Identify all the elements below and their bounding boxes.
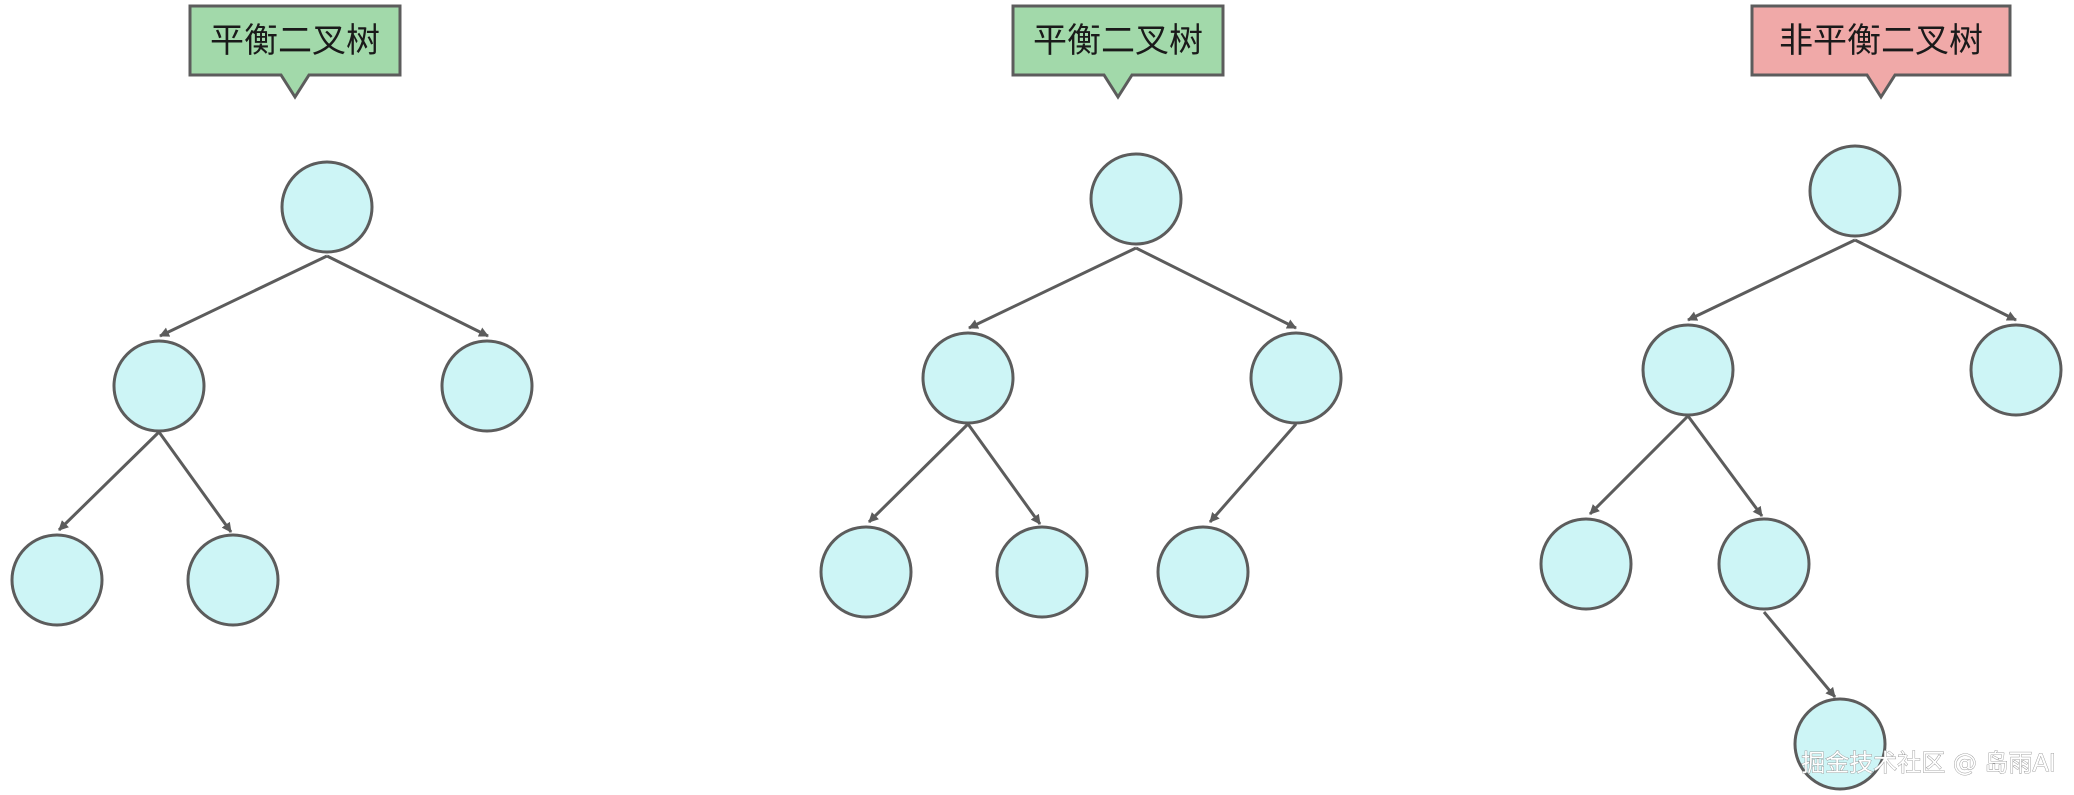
tree-1-node-left-right bbox=[186, 533, 280, 627]
tree-3-node-left-right bbox=[1717, 517, 1811, 611]
tree-1-edge-left-leftright bbox=[157, 431, 233, 533]
tree-2-node-right-left bbox=[1156, 525, 1250, 619]
tree-1-node-root bbox=[280, 160, 374, 254]
tree-2-label: 平衡二叉树 bbox=[1033, 21, 1203, 61]
tree-1-edge-root-right bbox=[326, 254, 489, 338]
tree-1-callout-box bbox=[188, 4, 402, 100]
tree-3-callout-box bbox=[1750, 4, 2012, 100]
tree-3: 非平衡二叉树 bbox=[1539, 4, 2063, 791]
tree-2-edge-left-leftleft bbox=[867, 422, 970, 524]
tree-2-edge-root-left bbox=[968, 246, 1137, 330]
tree-2-edge-right-rightleft bbox=[1208, 423, 1298, 523]
tree-3-edge-left-leftright bbox=[1686, 415, 1764, 517]
tree-3-label: 非平衡二叉树 bbox=[1779, 21, 1983, 61]
tree-1-node-right bbox=[440, 339, 534, 433]
tree-1-node-left bbox=[112, 339, 206, 433]
tree-1-edge-left-leftleft bbox=[57, 430, 161, 532]
tree-2-node-left-left bbox=[819, 525, 913, 619]
tree-3-node-left-left bbox=[1539, 517, 1633, 611]
tree-1-callout: 平衡二叉树 bbox=[188, 4, 402, 100]
tree-3-edge-root-right bbox=[1854, 238, 2017, 322]
watermark: 掘金技术社区 @ 岛雨AI bbox=[1801, 749, 2056, 777]
tree-3-node-left bbox=[1641, 323, 1735, 417]
tree-2-node-left-right bbox=[995, 525, 1089, 619]
tree-3-node-right bbox=[1969, 323, 2063, 417]
tree-2-edge-left-leftright bbox=[966, 423, 1042, 525]
tree-3-callout: 非平衡二叉树 bbox=[1750, 4, 2012, 100]
tree-2-edge-root-right bbox=[1135, 246, 1297, 330]
tree-3-edge-leftright-child bbox=[1762, 611, 1837, 698]
tree-2-callout: 平衡二叉树 bbox=[1011, 4, 1225, 100]
tree-3-node-left-right-child bbox=[1793, 697, 1887, 791]
tree-3-edge-root-left bbox=[1687, 238, 1856, 322]
tree-3-node-root bbox=[1808, 144, 1902, 238]
tree-2-node-left bbox=[921, 331, 1015, 425]
tree-1-node-left-left bbox=[10, 533, 104, 627]
tree-2-node-root bbox=[1089, 152, 1183, 246]
tree-1-label: 平衡二叉树 bbox=[210, 21, 380, 61]
tree-2: 平衡二叉树 bbox=[819, 4, 1343, 619]
tree-2-node-right bbox=[1249, 331, 1343, 425]
tree-2-callout-box bbox=[1011, 4, 1225, 100]
tree-3-edge-left-leftleft bbox=[1588, 414, 1690, 516]
tree-1-edge-root-left bbox=[159, 254, 328, 338]
tree-1: 平衡二叉树 bbox=[10, 4, 534, 627]
